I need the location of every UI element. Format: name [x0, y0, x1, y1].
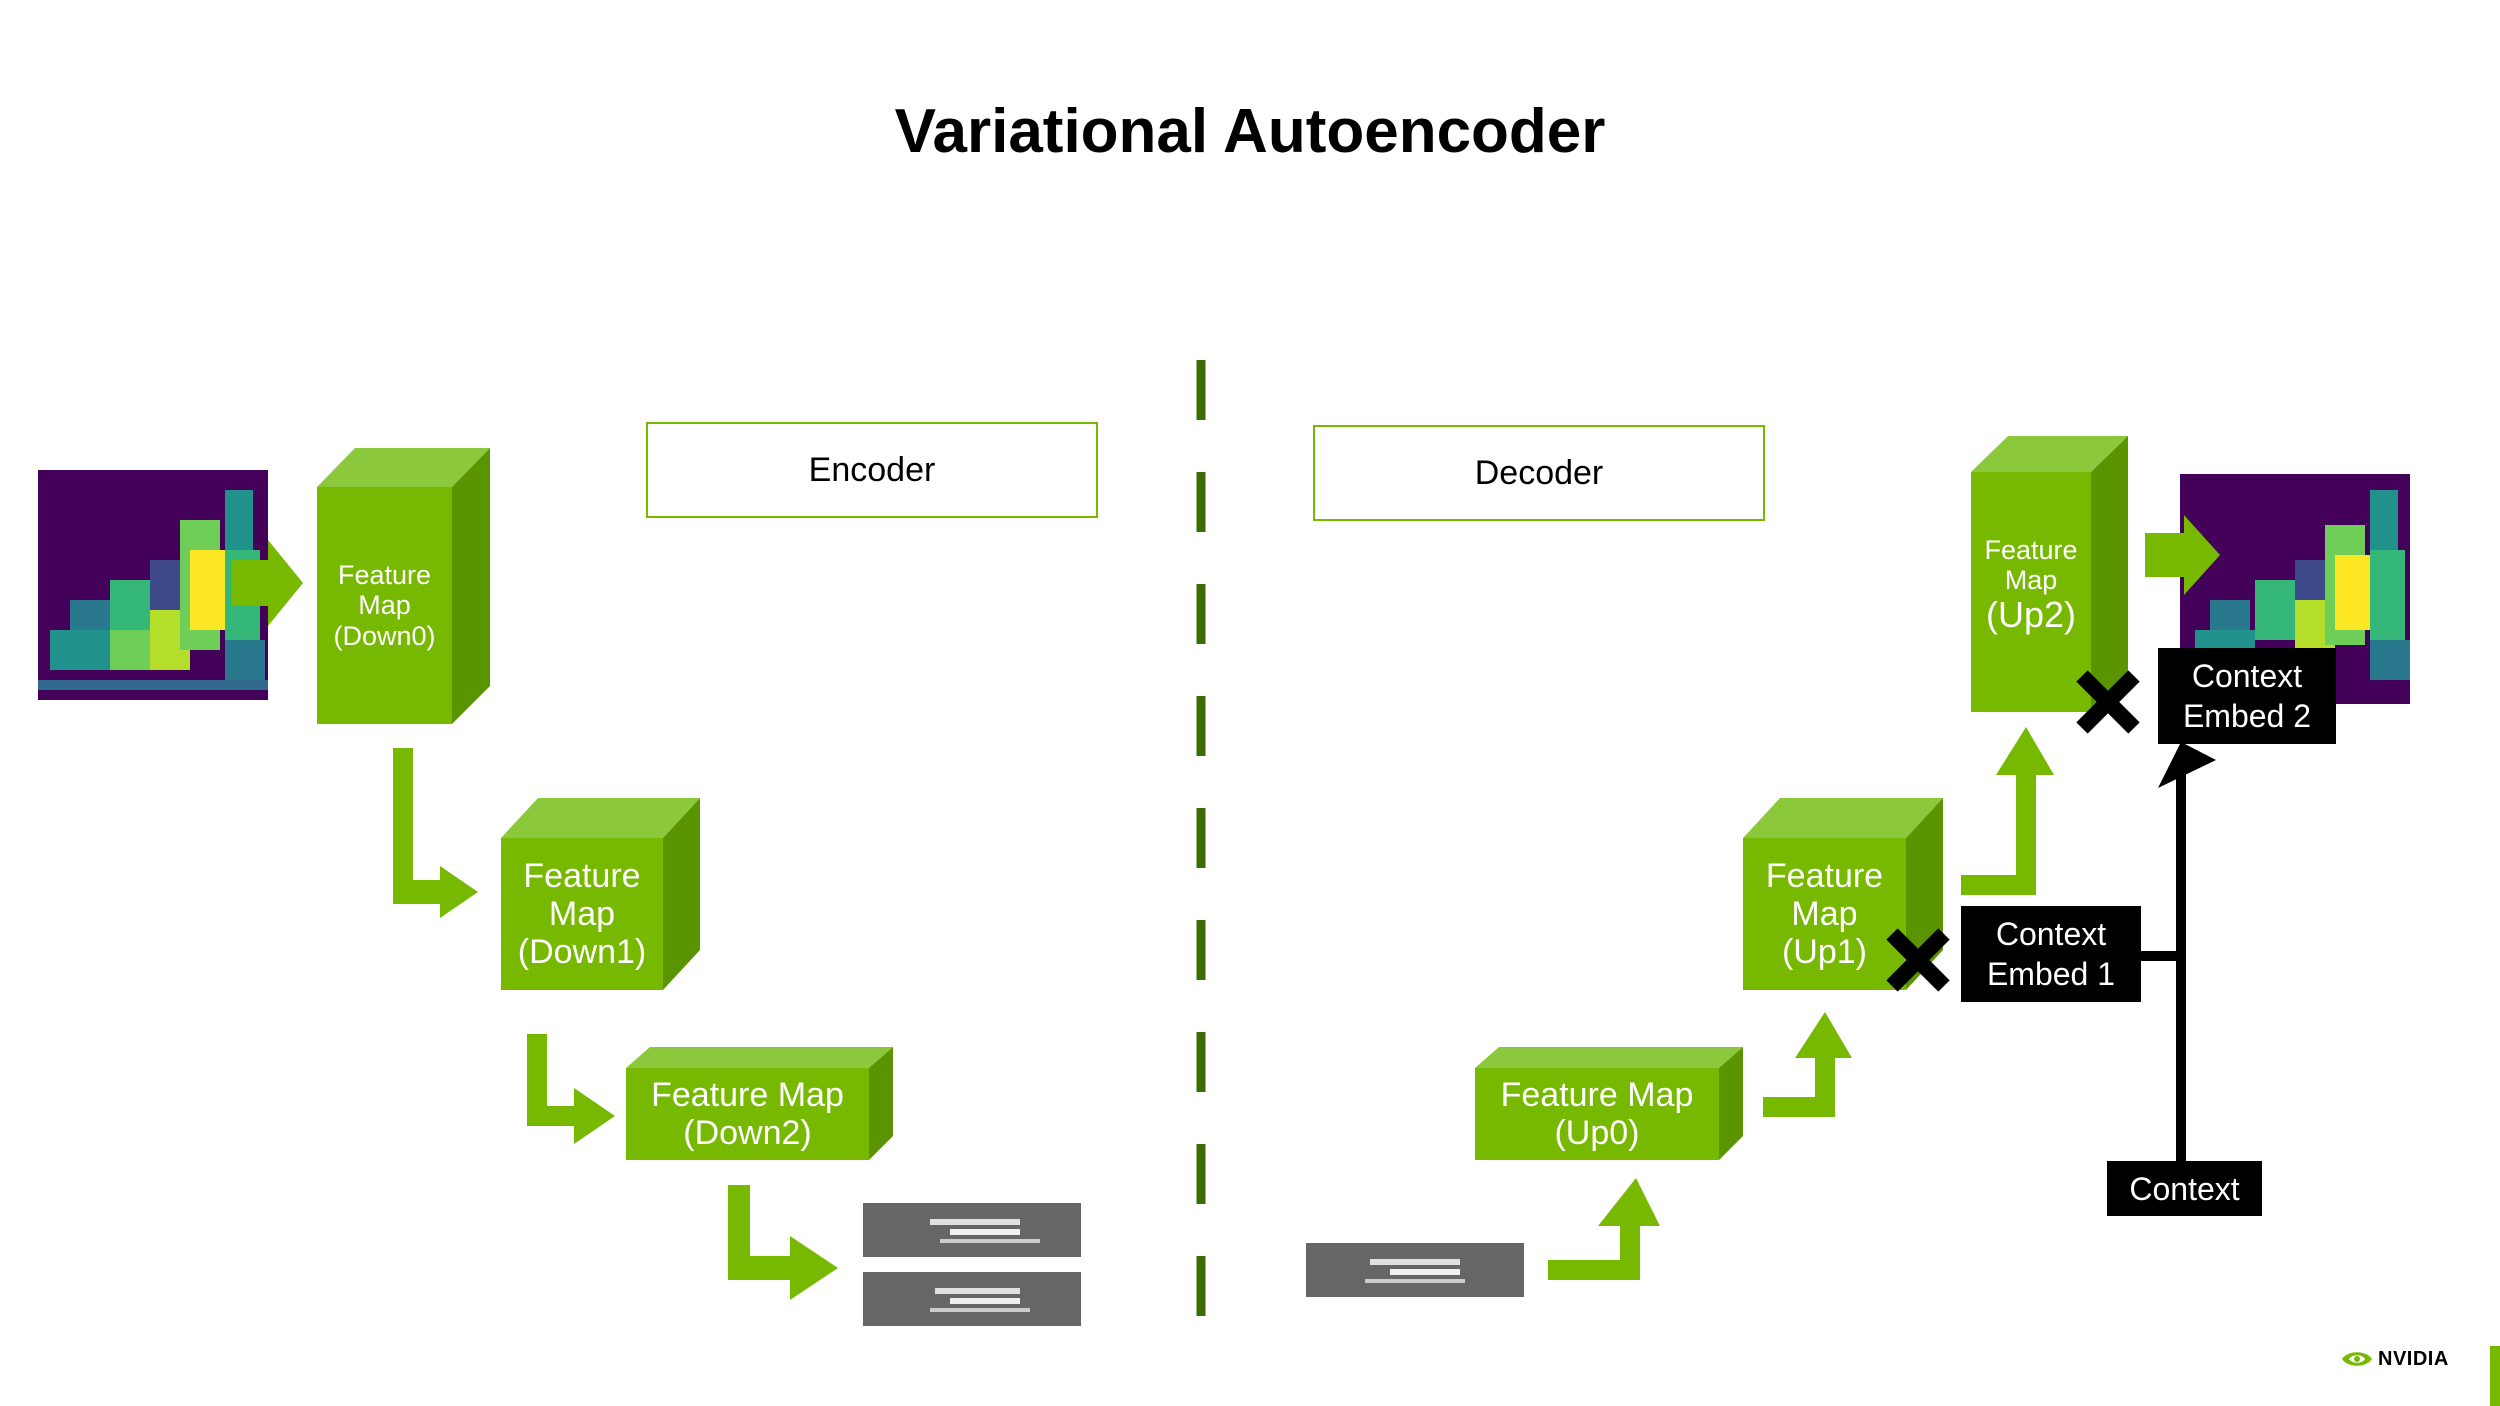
context-wiring — [2141, 742, 2216, 1190]
arrow-down0-to-down1 — [393, 748, 478, 918]
arrow-input-to-down0 — [232, 540, 303, 626]
arrow-up1-to-up2 — [1961, 727, 2054, 895]
feature-map-up2-cube — [1971, 436, 2128, 712]
feature-map-down0-cube — [317, 448, 490, 724]
context-embed-2: Context Embed 2 — [2158, 648, 2336, 744]
feature-map-down2-cube — [626, 1047, 893, 1160]
feature-map-up1-label: Feature Map (Up1) — [1765, 856, 1884, 972]
feature-map-up2-title: Feature Map — [1984, 535, 2078, 596]
feature-map-up2-name: (Up2) — [1985, 594, 2077, 636]
multiply-icon-up2 — [2076, 670, 2140, 734]
latent-mean — [863, 1203, 1081, 1257]
nvidia-eye-icon — [2342, 1352, 2372, 1366]
decoder-label: Decoder — [1313, 425, 1765, 521]
feature-map-up2-label: Feature Map (Up2) — [1971, 535, 2091, 636]
edge-accent — [2490, 1346, 2500, 1406]
feature-map-down2-label: Feature Map (Down2) — [651, 1075, 844, 1152]
arrow-latent-to-up0 — [1548, 1178, 1660, 1280]
latent-sample — [1306, 1243, 1524, 1297]
input-image — [38, 470, 268, 700]
arrow-up2-to-output — [2145, 515, 2220, 595]
arrow-up0-to-up1 — [1763, 1012, 1852, 1117]
nvidia-logo-text: NVIDIA — [2378, 1347, 2449, 1370]
context-embed-1: Context Embed 1 — [1961, 906, 2141, 1002]
latent-variance — [863, 1272, 1081, 1326]
context-input: Context — [2107, 1161, 2262, 1216]
encoder-label: Encoder — [646, 422, 1098, 518]
feature-map-up1-cube — [1743, 798, 1943, 990]
feature-map-down0-label: Feature Map (Down0) — [333, 560, 436, 651]
page-title: Variational Autoencoder — [894, 97, 1606, 166]
arrow-down2-to-latent — [728, 1185, 838, 1300]
arrow-down1-to-down2 — [527, 1034, 615, 1144]
feature-map-down1-label: Feature Map (Down1) — [517, 856, 647, 972]
multiply-icon-up1 — [1886, 928, 1950, 992]
feature-map-down1-cube — [501, 798, 700, 990]
feature-map-up0-cube — [1475, 1047, 1743, 1160]
feature-map-up0-label: Feature Map (Up0) — [1500, 1075, 1694, 1152]
nvidia-logo: NVIDIA — [2340, 1342, 2449, 1376]
